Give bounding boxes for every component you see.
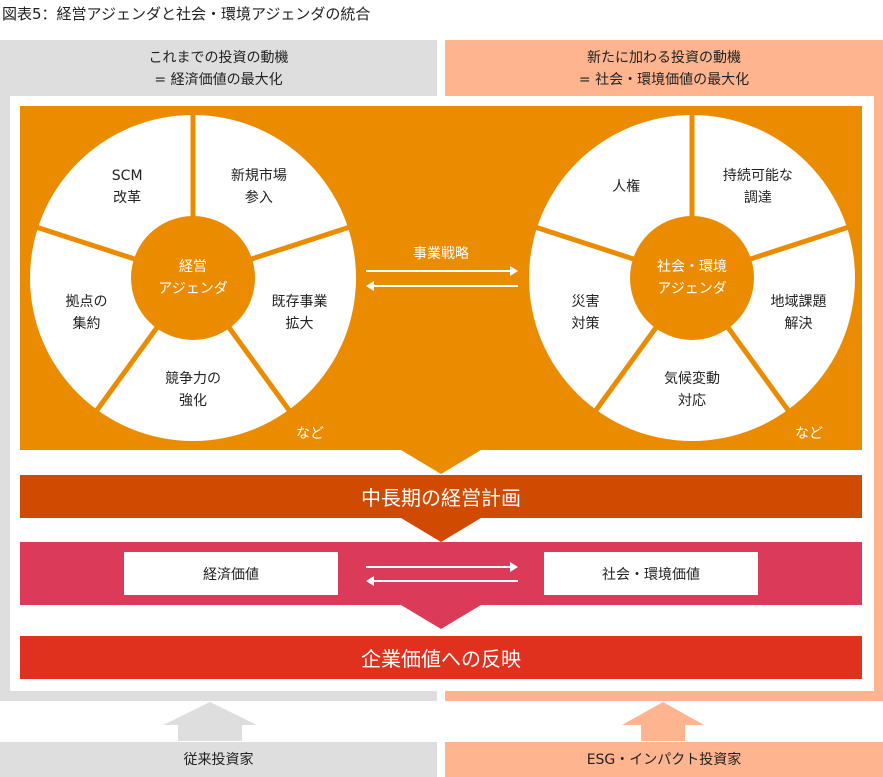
segment-label: 競争力の強化 bbox=[165, 368, 221, 412]
reflect-bar-bg bbox=[20, 636, 862, 679]
right-header-line2: = 社会・環境価値の最大化 bbox=[578, 72, 750, 88]
plan-bar: 中長期の経営計画 bbox=[361, 486, 521, 510]
segment-label-line: 調達 bbox=[743, 190, 772, 207]
segment-label-line: 競争力の bbox=[165, 371, 221, 387]
left-header-line2: = 経済価値の最大化 bbox=[154, 72, 283, 88]
segment-label-line: SCM bbox=[111, 168, 143, 185]
segment-label: 持続可能な調達 bbox=[723, 165, 793, 209]
segment-label-line: 気候変動 bbox=[664, 371, 720, 387]
segment-label-line: 参入 bbox=[244, 190, 273, 207]
down-arrow-3 bbox=[401, 605, 481, 629]
down-arrow-2 bbox=[401, 518, 481, 542]
segment-label-line: 拡大 bbox=[285, 315, 314, 332]
segment-label-line: 拠点の bbox=[65, 293, 108, 310]
segment-label-line: 強化 bbox=[179, 393, 207, 409]
segment-label: 災害対策 bbox=[571, 291, 599, 335]
left-wheel-center-label-line: 経営 bbox=[178, 259, 207, 275]
social-value-box: 社会・環境価値 bbox=[544, 552, 758, 595]
up-arrow-right bbox=[622, 702, 704, 741]
segment-label-line: 持続可能な bbox=[722, 168, 793, 185]
left-wheel-center-label-line: アジェンダ bbox=[158, 281, 228, 297]
segment-label: 拠点の集約 bbox=[65, 291, 107, 335]
segment-label-line: 地域課題 bbox=[770, 293, 827, 310]
right-wheel-center bbox=[630, 216, 754, 340]
right-header: 新たに加わる投資の動機 = 社会・環境価値の最大化 bbox=[445, 47, 883, 91]
segment-label: SCM 改革 bbox=[112, 165, 143, 209]
bottom-right-label: ESG・インパクト投資家 bbox=[586, 752, 742, 768]
figure-title: 図表5：経営アジェンダと社会・環境アジェンダの統合 bbox=[2, 5, 371, 23]
strategy-arrows bbox=[366, 266, 518, 586]
etc-label: など bbox=[795, 426, 823, 442]
reflect-bar: 企業価値への反映 bbox=[361, 647, 521, 671]
segment-label-line: 既存事業 bbox=[271, 293, 328, 310]
segment-label-line: 災害 bbox=[571, 293, 600, 310]
segment-label-line: 新規市場 bbox=[230, 168, 287, 185]
down-arrow-1 bbox=[401, 450, 481, 474]
segment-label-line: 改革 bbox=[113, 190, 142, 207]
segment-label: 新規市場参入 bbox=[231, 165, 287, 209]
bottom-right-bg bbox=[445, 742, 883, 777]
left-header: これまでの投資の動機 = 経済価値の最大化 bbox=[0, 47, 437, 91]
segment-label-line: 解決 bbox=[784, 315, 813, 332]
etc-label: など bbox=[296, 426, 324, 442]
economic-value-box: 経済価値 bbox=[124, 552, 338, 595]
bottom-left-bg bbox=[0, 742, 437, 777]
strategy-label: 事業戦略 bbox=[413, 246, 469, 262]
segment-label-line: 対策 bbox=[571, 315, 600, 332]
right-wheel-center-label-line: 社会・環境 bbox=[657, 259, 727, 275]
left-wheel-center-label: 経営アジェンダ bbox=[158, 256, 227, 300]
segment-label: 既存事業拡大 bbox=[272, 291, 328, 335]
right-wheel-center-label: 社会・環境アジェンダ bbox=[657, 256, 727, 300]
segment-label: 人権 bbox=[612, 176, 640, 198]
left-header-line1: これまでの投資の動機 bbox=[148, 50, 289, 66]
up-arrow-left bbox=[163, 702, 257, 741]
segment-label-line: 集約 bbox=[72, 315, 101, 332]
right-wheel-center-label-line: アジェンダ bbox=[657, 281, 727, 297]
segment-label: 気候変動対応 bbox=[664, 368, 720, 412]
plan-bar-bg bbox=[20, 475, 862, 518]
right-header-line1: 新たに加わる投資の動機 bbox=[587, 50, 741, 66]
segment-label: 地域課題解決 bbox=[771, 291, 827, 335]
segment-label-line: 対応 bbox=[678, 393, 706, 409]
segment-label-line: 人権 bbox=[612, 179, 641, 196]
left-wheel-center bbox=[131, 216, 255, 340]
bottom-left-label: 従来投資家 bbox=[183, 752, 254, 768]
